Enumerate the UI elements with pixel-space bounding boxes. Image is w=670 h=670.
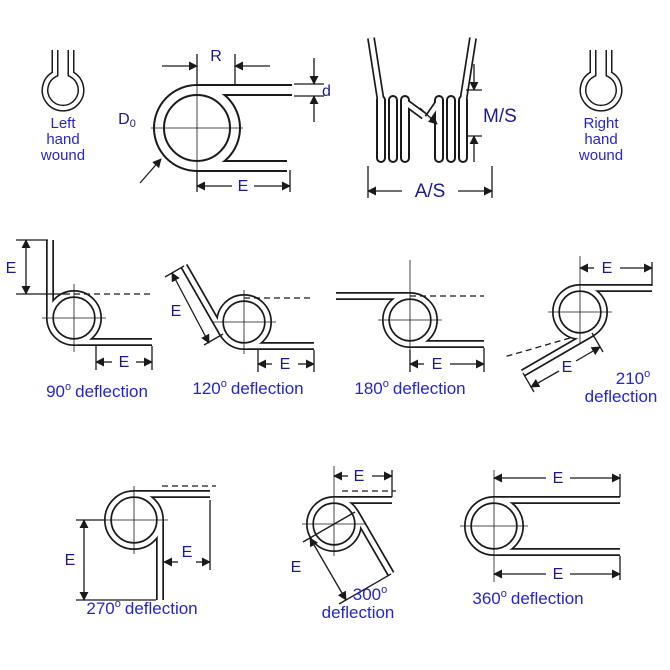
leg-diagonal-core [182, 264, 225, 336]
r-label: R [210, 48, 222, 65]
side-right-leg-core [460, 37, 476, 103]
caption-300-word: deflection [322, 603, 395, 622]
d-ext-lines [294, 83, 324, 97]
coil-crosshair [460, 470, 528, 582]
e-diag-dim-line [171, 272, 210, 344]
d0-label: D0 [118, 111, 136, 130]
caption-300-angle: 300o [353, 584, 388, 604]
left-wound-label-line2: hand [46, 131, 79, 148]
e-label: E [238, 178, 249, 195]
e-diag-dim-line [309, 537, 347, 601]
right-wound-label: Right hand wound [578, 115, 623, 164]
right-wound-label-line2: hand [584, 131, 617, 148]
coil-crosshair [42, 284, 106, 352]
e-label: E [432, 356, 443, 373]
coil-crosshair [212, 290, 276, 354]
right-wound-label-line3: wound [578, 147, 623, 164]
d0-leader-arrow [139, 158, 162, 184]
coil-crosshair [378, 260, 442, 352]
e-horiz-label: E [119, 354, 130, 371]
coil-crosshair [100, 486, 168, 554]
e-horiz-label: E [182, 544, 193, 561]
e-top-label: E [602, 260, 613, 277]
right-wound-wire-core [581, 50, 621, 111]
ms-ext-lines [466, 89, 482, 137]
right-wound-symbol [579, 50, 623, 112]
left-wound-label: Left hand wound [40, 115, 85, 164]
right-wound-label-line1: Right [583, 115, 619, 132]
side-left-coil-core [378, 97, 408, 161]
side-bend-arrow [419, 107, 438, 125]
side-right-coil-core [436, 97, 466, 161]
caption-210-word: deflection [585, 387, 658, 406]
side-view: M/S A/S [367, 37, 517, 202]
e-diag-label: E [562, 359, 573, 376]
free-position-dashed [503, 337, 571, 358]
left-wound-wire-core [43, 50, 83, 111]
coil-crosshair [151, 82, 243, 174]
spring-210-deflection: E E 210o deflection [503, 256, 658, 406]
e-vert-ext-lines [76, 519, 156, 601]
e-diag-ext-lines [522, 332, 604, 393]
e-ext-lines [409, 348, 485, 372]
e-diag-arrow-upper [575, 346, 601, 362]
left-wound-label-line3: wound [40, 147, 85, 164]
d-label: d [322, 83, 331, 100]
left-wound-label-line1: Left [50, 115, 76, 132]
leg-diagonal-core [521, 331, 594, 375]
e-diag-label: E [291, 559, 302, 576]
as-label: A/S [415, 181, 446, 202]
e-top-label: E [354, 468, 365, 485]
e-horiz-label: E [280, 356, 291, 373]
spring-300-deflection: E E 300o deflection [291, 466, 396, 622]
e-bottom-label: E [553, 566, 564, 583]
side-stub1-core [403, 100, 426, 118]
e-vert-ext-lines [16, 239, 70, 295]
e-top-label: E [553, 470, 564, 487]
caption-210-angle: 210o [616, 368, 651, 388]
e-diag-ext-lines [302, 511, 392, 605]
ms-label: M/S [483, 106, 517, 127]
e-vert-label: E [6, 260, 17, 277]
left-wound-symbol [41, 50, 85, 112]
side-left-leg-core [368, 37, 384, 103]
e-diag-arrow-lower [530, 370, 560, 388]
e-diag-label: E [171, 303, 182, 320]
leg-diagonal-core [353, 510, 393, 576]
main-spring-front-view: R d D0 E [118, 48, 331, 195]
e-vert-label: E [65, 552, 76, 569]
